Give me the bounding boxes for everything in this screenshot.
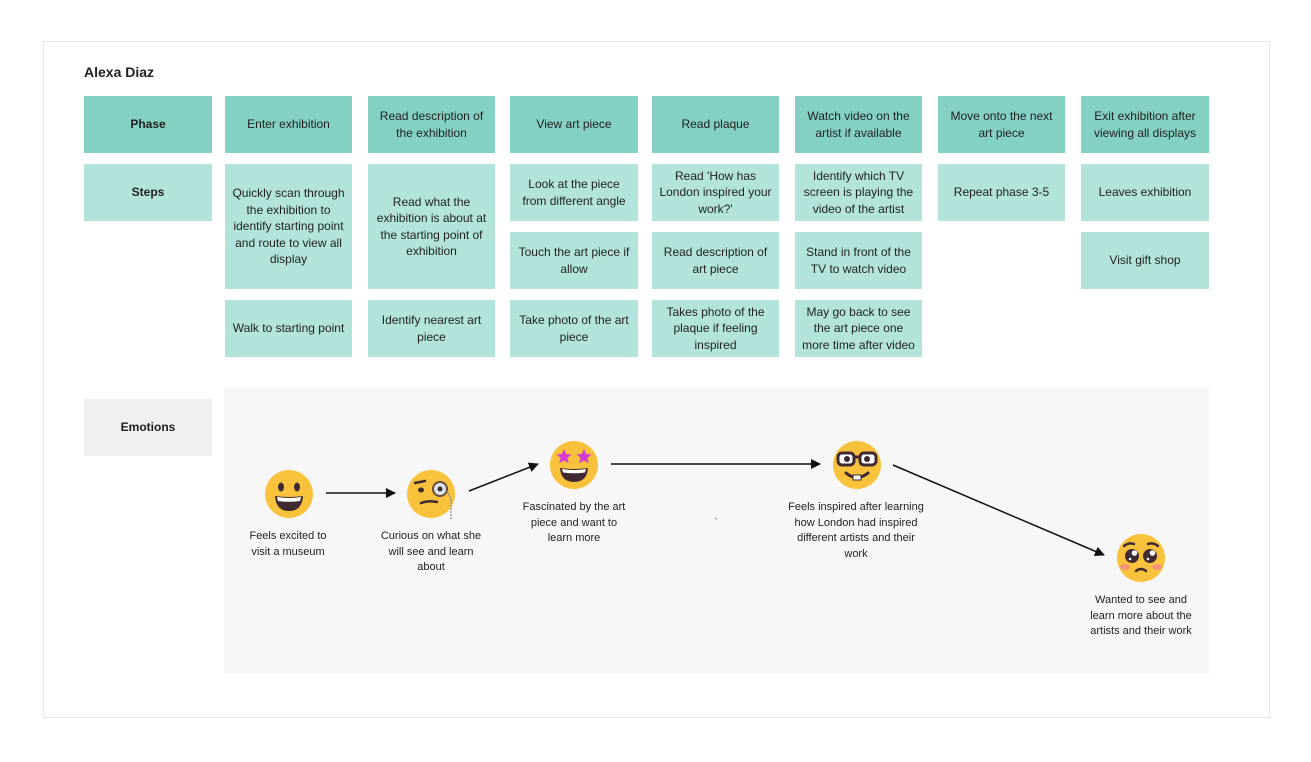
- emotion-caption-2: Curious on what she will see and learn a…: [380, 530, 482, 573]
- step-card[interactable]: Touch the art piece if allow: [510, 232, 638, 289]
- step-card[interactable]: Read description of art piece: [652, 232, 779, 289]
- step-card[interactable]: Identify which TV screen is playing the …: [795, 164, 922, 221]
- emotions-row-label: Emotions: [84, 399, 212, 456]
- phase-card-3[interactable]: View art piece: [510, 96, 638, 153]
- step-card[interactable]: May go back to see the art piece one mor…: [795, 300, 922, 357]
- phase-card-6[interactable]: Move onto the next art piece: [938, 96, 1065, 153]
- step-card[interactable]: Quickly scan through the exhibition to i…: [225, 164, 352, 289]
- step-card[interactable]: Read what the exhibition is about at the…: [368, 164, 495, 289]
- step-card[interactable]: Leaves exhibition: [1081, 164, 1209, 221]
- phase-card-5[interactable]: Watch video on the artist if available: [795, 96, 922, 153]
- emotion-caption-4: Feels inspired after learning how London…: [788, 501, 924, 560]
- emotions-area: [224, 388, 1209, 674]
- flow-arrow: [468, 462, 539, 492]
- nerd-face-icon: [833, 441, 881, 489]
- phase-card-7[interactable]: Exit exhibition after viewing all displa…: [1081, 96, 1209, 153]
- step-card[interactable]: Look at the piece from different angle: [510, 164, 638, 221]
- persona-name: Alexa Diaz: [84, 64, 155, 80]
- grinning-face-icon: [265, 470, 313, 518]
- star-struck-face-icon: [550, 441, 598, 489]
- phase-row-label: Phase: [84, 96, 212, 153]
- step-card[interactable]: Takes photo of the plaque if feeling ins…: [652, 300, 779, 357]
- flow-arrow: [892, 464, 1105, 557]
- pleading-face-icon: [1117, 534, 1165, 582]
- emotion-caption-5: Wanted to see and learn more about the a…: [1090, 594, 1192, 637]
- phase-card-2[interactable]: Read description of the exhibition: [368, 96, 495, 153]
- step-card[interactable]: Stand in front of the TV to watch video: [795, 232, 922, 289]
- phase-card-4[interactable]: Read plaque: [652, 96, 779, 153]
- step-card[interactable]: Visit gift shop: [1081, 232, 1209, 289]
- monocle-face-icon: [407, 470, 455, 519]
- emotion-caption-1: Feels excited to visit a museum: [249, 530, 327, 558]
- step-card[interactable]: Read 'How has London inspired your work?…: [652, 164, 779, 221]
- stray-mark: `: [714, 517, 718, 529]
- step-card[interactable]: Walk to starting point: [225, 300, 352, 357]
- step-card[interactable]: Take photo of the art piece: [510, 300, 638, 357]
- phase-card-1[interactable]: Enter exhibition: [225, 96, 352, 153]
- steps-row-label: Steps: [84, 164, 212, 221]
- emotion-caption-3: Fascinated by the art piece and want to …: [522, 501, 626, 544]
- step-card[interactable]: Identify nearest art piece: [368, 300, 495, 357]
- step-card[interactable]: Repeat phase 3-5: [938, 164, 1065, 221]
